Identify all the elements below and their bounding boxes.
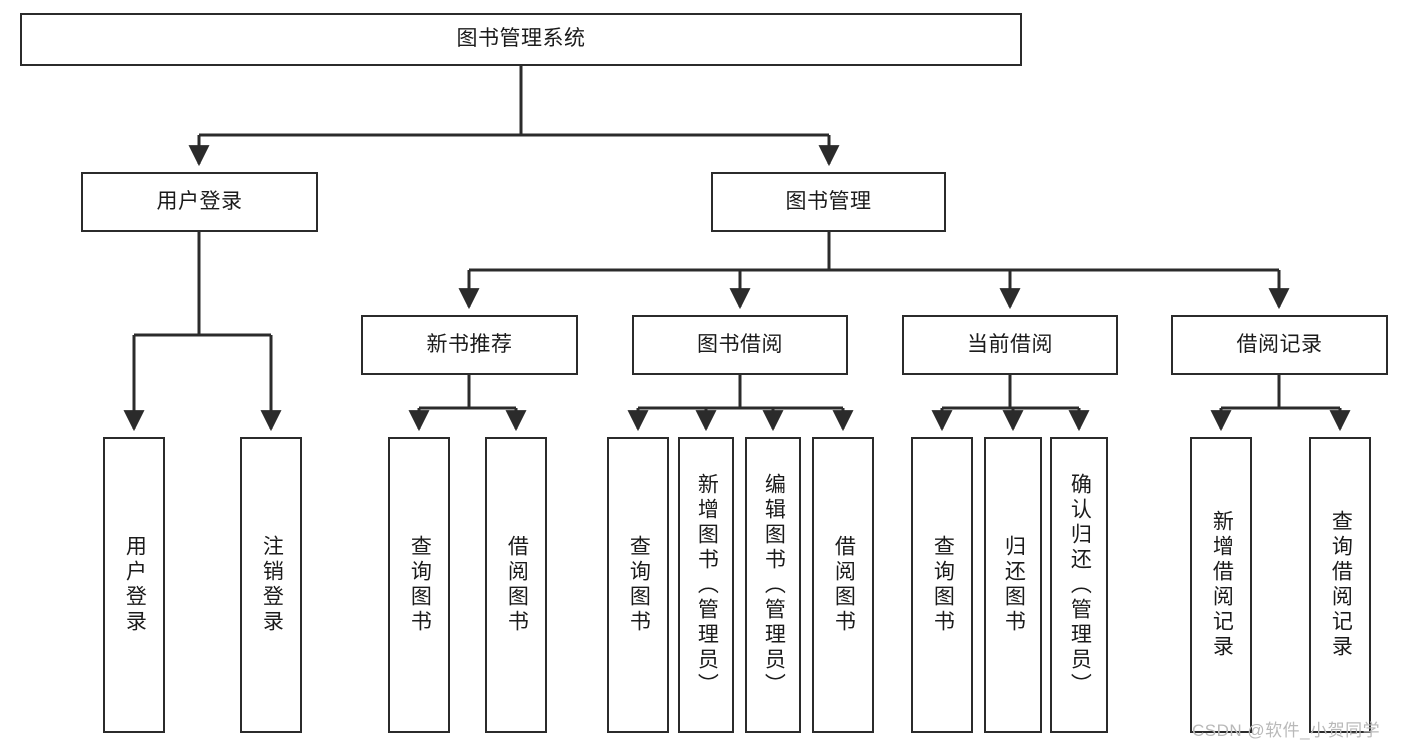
leaf-query-book-current[interactable]: 查询图书 bbox=[911, 437, 973, 733]
node-user-login-label: 用户登录 bbox=[156, 189, 243, 213]
node-user-login[interactable]: 用户登录 bbox=[81, 172, 318, 232]
leaf-edit-book-admin-label: 编辑图书（管理员） bbox=[762, 472, 786, 698]
leaf-borrow-book-label: 借阅图书 bbox=[832, 535, 856, 635]
leaf-confirm-return-admin-label: 确认归还（管理员） bbox=[1068, 472, 1092, 698]
node-new-book-recommend[interactable]: 新书推荐 bbox=[361, 315, 578, 375]
leaf-add-borrow-record-label: 新增借阅记录 bbox=[1210, 510, 1234, 660]
leaf-borrow-book-recommend-label: 借阅图书 bbox=[505, 535, 529, 635]
leaf-query-book-current-label: 查询图书 bbox=[931, 535, 955, 635]
node-new-book-recommend-label: 新书推荐 bbox=[426, 332, 513, 356]
leaf-query-borrow-record-label: 查询借阅记录 bbox=[1329, 510, 1353, 660]
leaf-add-book-admin-label: 新增图书（管理员） bbox=[695, 472, 719, 698]
node-borrow-record[interactable]: 借阅记录 bbox=[1171, 315, 1388, 375]
leaf-return-book-label: 归还图书 bbox=[1002, 535, 1026, 635]
leaf-borrow-book-recommend[interactable]: 借阅图书 bbox=[485, 437, 547, 733]
leaf-confirm-return-admin[interactable]: 确认归还（管理员） bbox=[1050, 437, 1108, 733]
leaf-logout[interactable]: 注销登录 bbox=[240, 437, 302, 733]
leaf-borrow-book[interactable]: 借阅图书 bbox=[812, 437, 874, 733]
node-root[interactable]: 图书管理系统 bbox=[20, 13, 1022, 66]
node-book-borrow-label: 图书借阅 bbox=[697, 332, 783, 356]
node-book-management-label: 图书管理 bbox=[785, 189, 872, 213]
leaf-query-book-borrow[interactable]: 查询图书 bbox=[607, 437, 669, 733]
leaf-return-book[interactable]: 归还图书 bbox=[984, 437, 1042, 733]
node-book-management[interactable]: 图书管理 bbox=[711, 172, 946, 232]
leaf-query-book-borrow-label: 查询图书 bbox=[627, 535, 651, 635]
node-current-borrow-label: 当前借阅 bbox=[967, 332, 1053, 356]
leaf-query-book-recommend[interactable]: 查询图书 bbox=[388, 437, 450, 733]
leaf-user-login-label: 用户登录 bbox=[123, 535, 147, 635]
leaf-query-borrow-record[interactable]: 查询借阅记录 bbox=[1309, 437, 1371, 733]
leaf-query-book-recommend-label: 查询图书 bbox=[408, 535, 432, 635]
node-book-borrow[interactable]: 图书借阅 bbox=[632, 315, 848, 375]
leaf-add-book-admin[interactable]: 新增图书（管理员） bbox=[678, 437, 734, 733]
leaf-edit-book-admin[interactable]: 编辑图书（管理员） bbox=[745, 437, 801, 733]
leaf-add-borrow-record[interactable]: 新增借阅记录 bbox=[1190, 437, 1252, 733]
node-root-label: 图书管理系统 bbox=[456, 27, 586, 51]
leaf-logout-label: 注销登录 bbox=[260, 535, 284, 635]
node-borrow-record-label: 借阅记录 bbox=[1236, 332, 1323, 356]
node-current-borrow[interactable]: 当前借阅 bbox=[902, 315, 1118, 375]
leaf-user-login[interactable]: 用户登录 bbox=[103, 437, 165, 733]
